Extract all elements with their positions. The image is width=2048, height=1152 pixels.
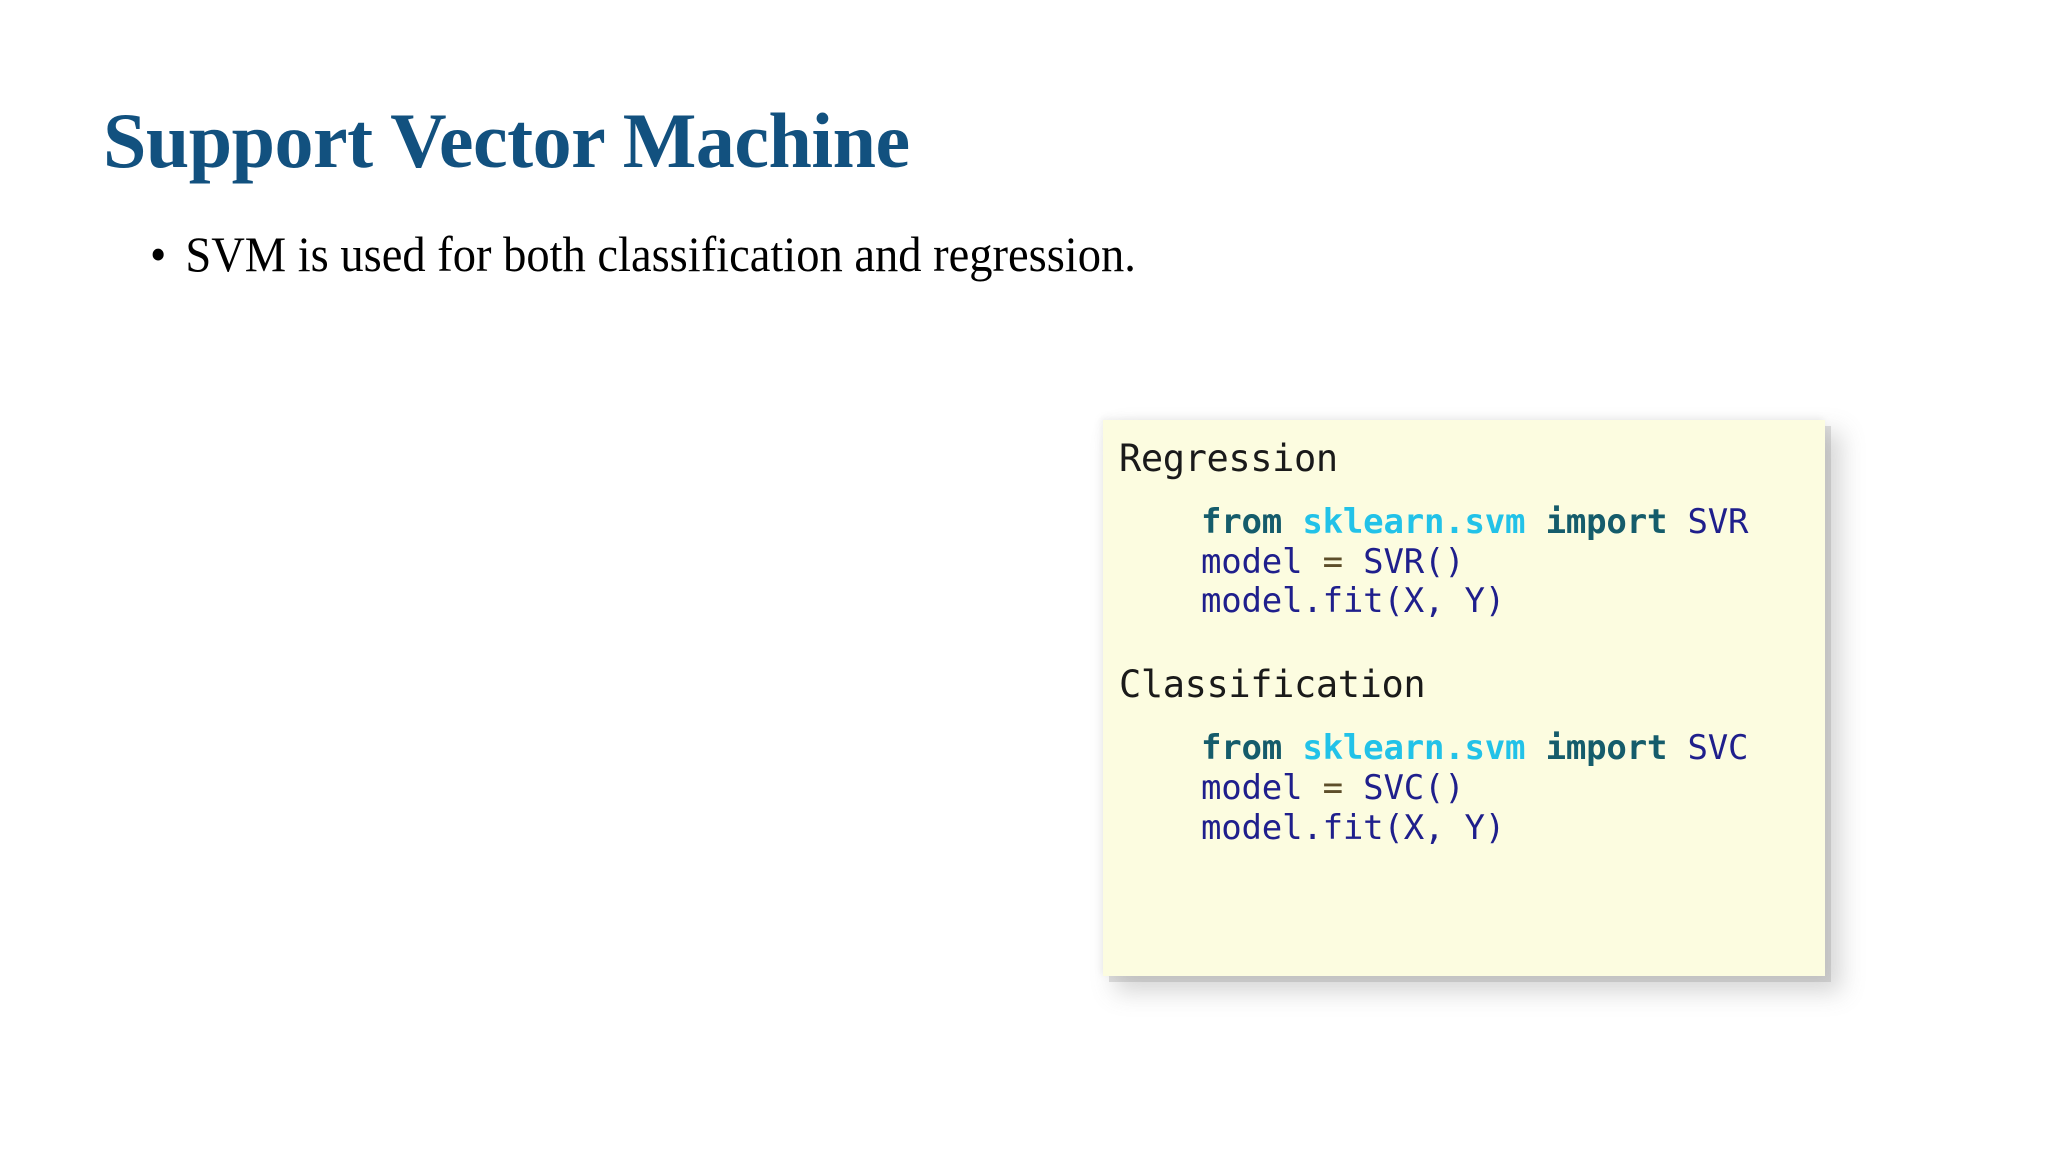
section-heading: Classification: [1119, 663, 1426, 707]
code-token-name: model.fit(X, Y): [1201, 807, 1506, 848]
code-token-name: SVR: [1687, 501, 1749, 542]
code-line: from sklearn.svm import SVR: [1201, 501, 1825, 543]
code-token-name: model: [1201, 767, 1323, 808]
code-token-keyword: import: [1545, 501, 1688, 542]
code-token-module: sklearn.svm: [1302, 501, 1546, 542]
code-token-keyword: from: [1201, 501, 1303, 542]
bullet-item: • SVM is used for both classification and…: [150, 226, 1545, 282]
code-token-operator: =: [1322, 541, 1364, 582]
section-heading: Regression: [1119, 437, 1338, 480]
code-token-keyword: import: [1545, 728, 1688, 769]
bullet-marker-icon: •: [150, 226, 167, 282]
code-token-name: SVR(): [1363, 541, 1465, 582]
code-line: from sklearn.svm import SVC: [1201, 728, 1825, 769]
code-line: model.fit(X, Y): [1201, 807, 1825, 849]
code-token-name: model: [1201, 541, 1323, 582]
page-title: Support Vector Machine: [103, 97, 910, 185]
code-token-operator: =: [1322, 767, 1364, 808]
section-spacer: [1103, 622, 1825, 664]
code-token-name: SVC: [1687, 728, 1749, 769]
code-token-name: model.fit(X, Y): [1201, 581, 1506, 622]
code-token-keyword: from: [1201, 728, 1303, 769]
bullet-text: SVM is used for both classification and …: [185, 226, 1136, 282]
code-section: Classification from sklearn.svm import SV…: [1103, 663, 1825, 849]
code-line: model.fit(X, Y): [1201, 582, 1825, 622]
bullet-list: • SVM is used for both classification and…: [150, 226, 1650, 282]
code-token-name: SVC(): [1363, 767, 1465, 808]
code-line: model = SVC(): [1201, 767, 1825, 809]
code-line: model = SVR(): [1201, 541, 1825, 583]
code-token-module: sklearn.svm: [1302, 728, 1546, 769]
